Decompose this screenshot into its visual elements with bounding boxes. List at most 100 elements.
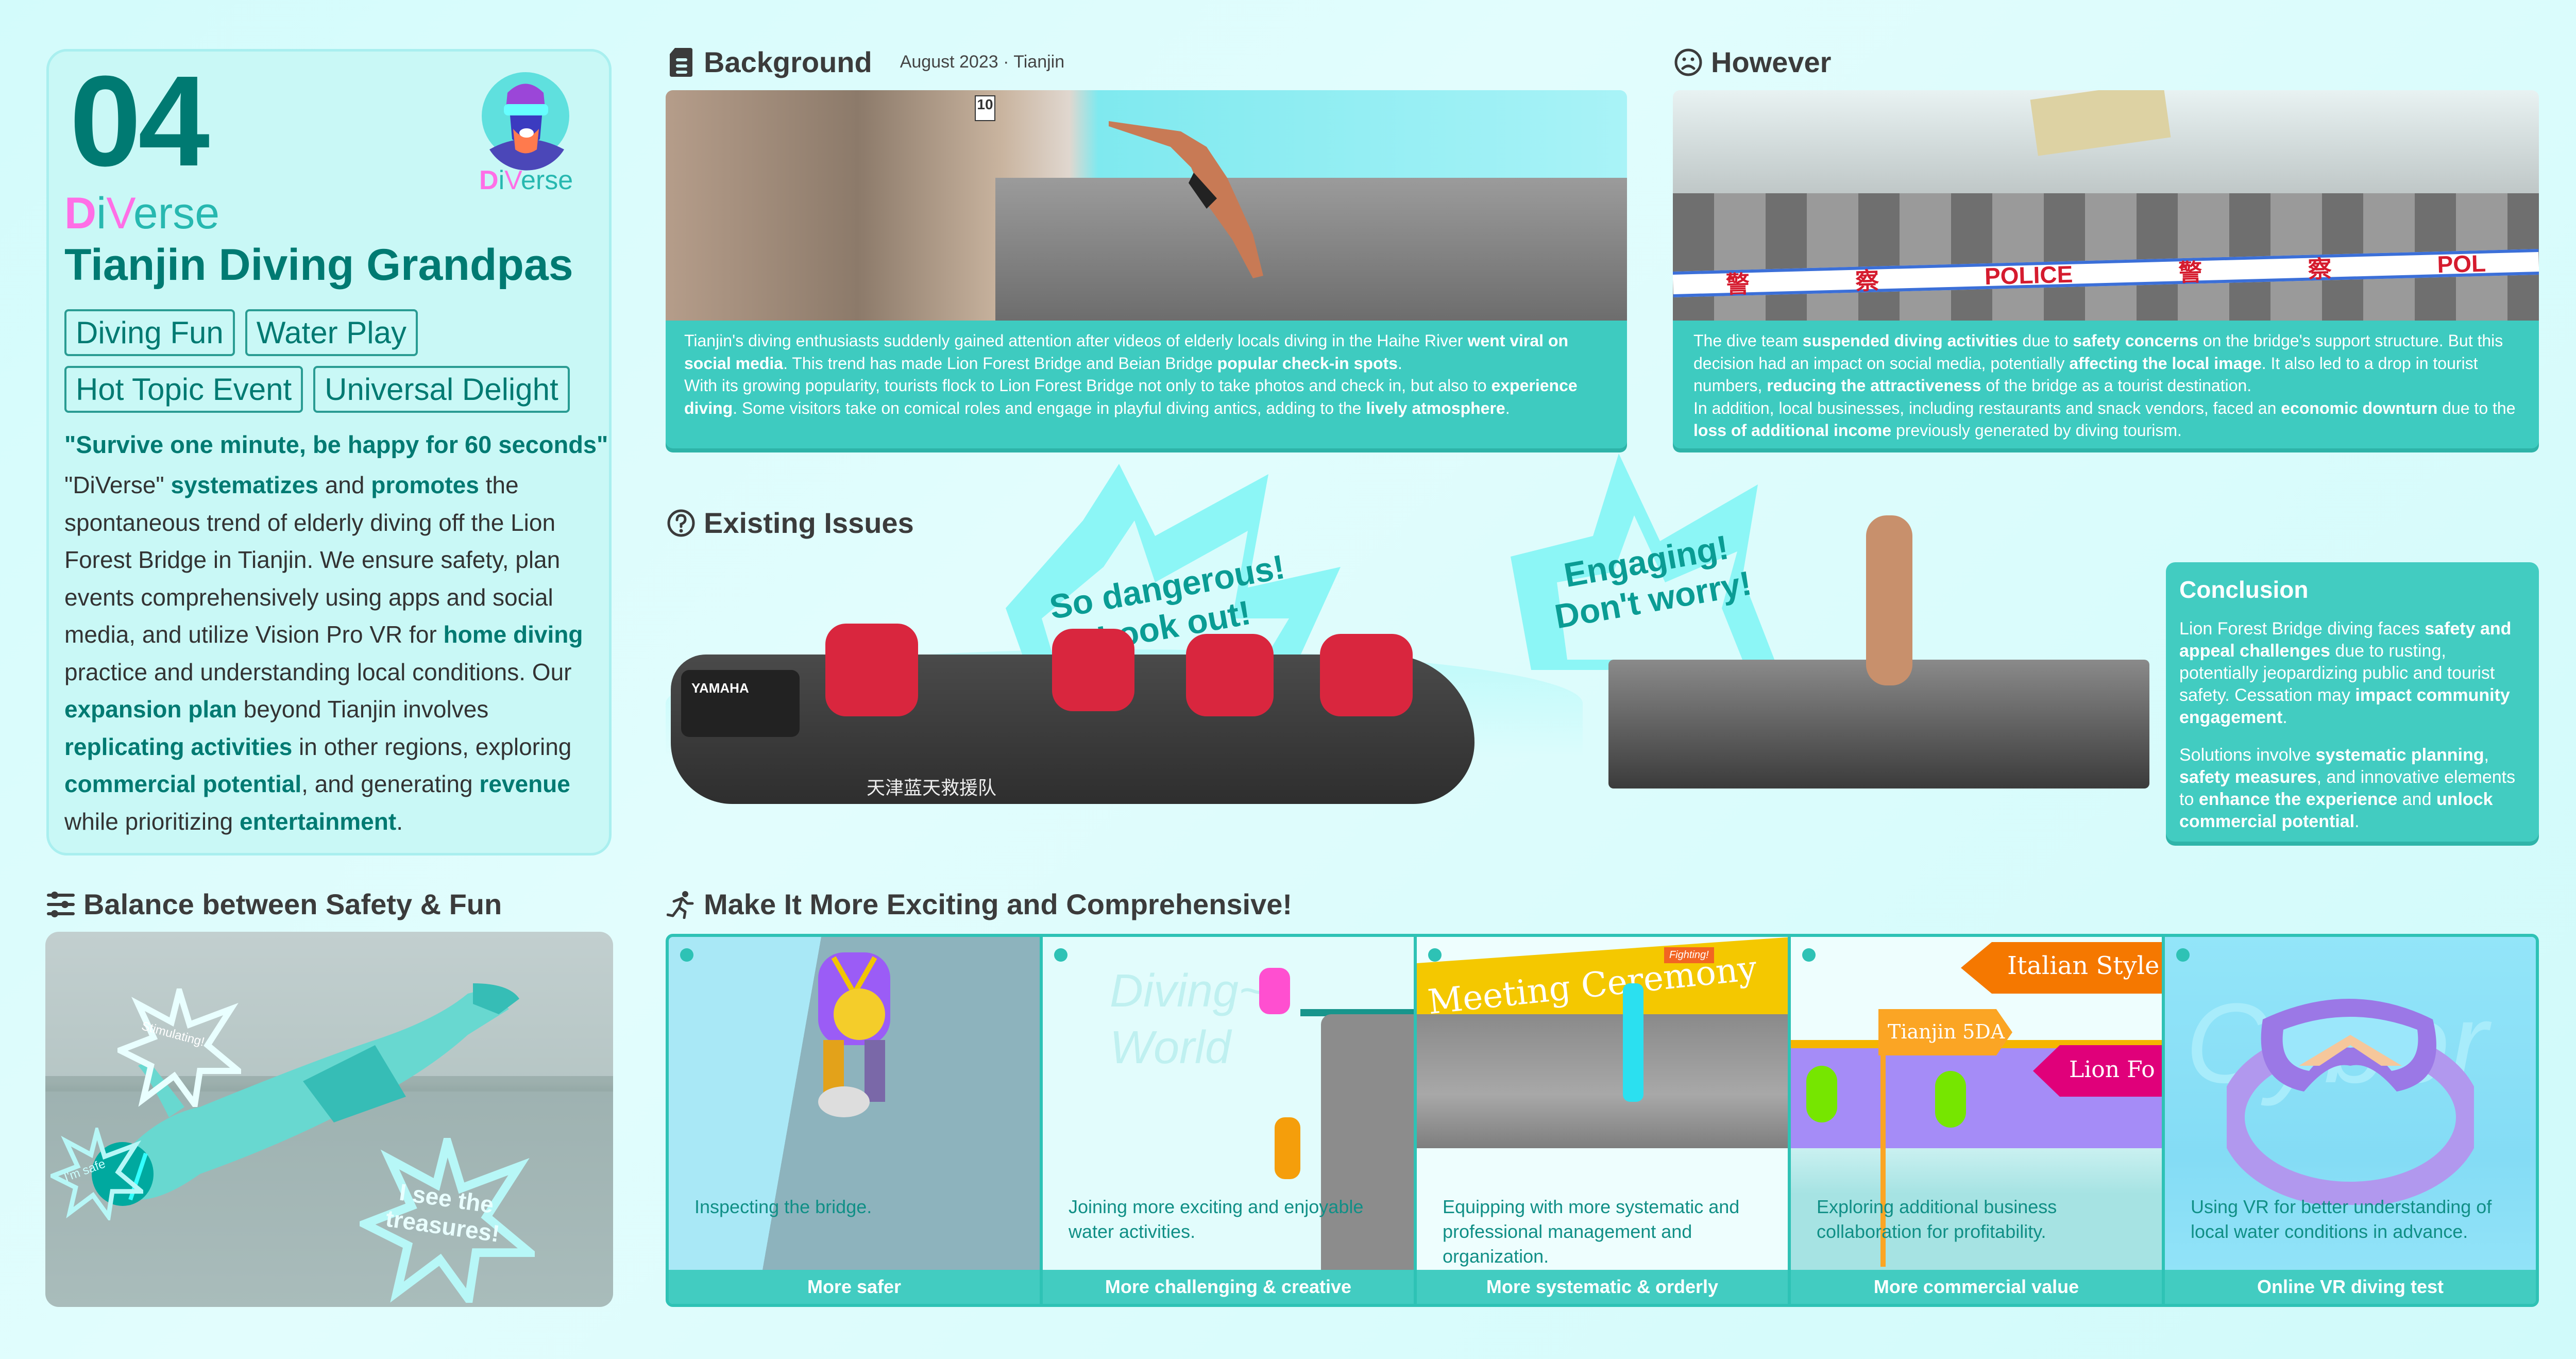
tag-diving-fun: Diving Fun xyxy=(64,309,235,356)
background-heading: Background August 2023 · Tianjin xyxy=(666,45,1064,79)
text-segment: . Some visitors take on comical roles an… xyxy=(733,398,1366,417)
highlight-text: lively atmosphere xyxy=(1366,398,1505,417)
highlight-text: safety measures xyxy=(2179,767,2317,787)
card-label: More systematic & orderly xyxy=(1417,1270,1788,1304)
card-label: More commercial value xyxy=(1791,1270,2162,1304)
burst-bubble-icon xyxy=(50,1128,143,1220)
issues-illustration: So dangerous!Look out! Engaging!Don't wo… xyxy=(666,454,2160,855)
project-title: Tianjin Diving Grandpas xyxy=(64,240,573,290)
feature-card-challenging[interactable]: Diving~ World Joining more exciting and … xyxy=(1043,937,1414,1304)
feature-cards: Inspecting the bridge. More safer Diving… xyxy=(666,934,2539,1307)
intro-card: 04 DiVerse DiVerse Tianjin Diving Grandp… xyxy=(46,49,612,855)
burst-bubble-icon xyxy=(360,1138,535,1303)
text-segment: of the bridge as a tourist destination. xyxy=(1981,376,2252,395)
text-segment: "DiVerse" xyxy=(64,472,171,498)
feature-card-safer[interactable]: Inspecting the bridge. More safer xyxy=(669,937,1040,1304)
rock-wall xyxy=(1321,1014,1414,1272)
highlight-text: economic downturn xyxy=(2281,398,2438,417)
feature-card-vr[interactable]: Cyber Using VR for better understanding … xyxy=(2165,937,2536,1304)
card-indicator-dot xyxy=(1054,948,1067,962)
boat-motor: YAMAHA xyxy=(681,670,800,737)
text-segment: . This trend has made Lion Forest Bridge… xyxy=(783,354,1217,373)
text-segment: With its growing popularity, tourists fl… xyxy=(684,376,1492,395)
highlight-text: went viral on social media xyxy=(684,331,1569,373)
sign-tianjin-5da: Tianjin 5DA xyxy=(1878,1009,2012,1055)
highlight-text: expansion plan xyxy=(64,696,237,723)
burst-bubble-icon xyxy=(117,988,241,1107)
highlight-text: revenue xyxy=(479,770,570,797)
conclusion-card: Conclusion Lion Forest Bridge diving fac… xyxy=(2166,562,2539,842)
sign-italian-style: Italian Style xyxy=(1961,942,2162,994)
diverse-logo: DiVerse xyxy=(64,189,220,238)
existing-issues-heading: Existing Issues xyxy=(666,506,914,540)
text-segment: . It also led to a drop in tourist numbe… xyxy=(1693,354,2478,395)
highlight-text: systematic planning xyxy=(2315,745,2484,765)
highlight-text: affecting the local image xyxy=(2069,354,2262,373)
text-segment: beyond Tianjin involves xyxy=(236,696,489,723)
rescuer xyxy=(825,624,918,716)
intro-paragraph: "DiVerse" systematizes and promotes the … xyxy=(64,466,595,840)
highlight-text: unlock commercial potential xyxy=(2179,790,2493,831)
card-label: Online VR diving test xyxy=(2165,1270,2536,1304)
document-icon xyxy=(666,47,697,78)
text-segment: Lion Forest Bridge diving faces xyxy=(2179,619,2425,639)
running-figure-icon xyxy=(666,889,697,920)
diving-world-art: Diving~ World xyxy=(1110,965,1266,1073)
highlight-text: suspended diving activities xyxy=(1802,331,2018,350)
vr-goggles-icon xyxy=(2227,999,2474,1205)
highlight-text: promotes xyxy=(371,472,479,498)
climbing-figure xyxy=(1275,1117,1300,1179)
feature-card-systematic[interactable]: Meeting Ceremony Fighting! Equipping wit… xyxy=(1417,937,1788,1304)
highlight-text: safety and appeal challenges xyxy=(2179,619,2512,661)
card-indicator-dot xyxy=(1428,948,1442,962)
highlight-text: impact community engagement xyxy=(2179,685,2510,727)
conclusion-heading: Conclusion xyxy=(2179,576,2309,603)
highlight-text: entertainment xyxy=(240,808,397,835)
balance-illustration: Stimulating! I'm safe I see the treasure… xyxy=(45,932,613,1307)
card-indicator-dot xyxy=(680,948,693,962)
tag-universal-delight: Universal Delight xyxy=(313,366,570,413)
sitting-figure xyxy=(1259,968,1290,1014)
crowd-bridge xyxy=(1417,1014,1788,1148)
sign-pole xyxy=(1880,1050,1886,1267)
card-label: More challenging & creative xyxy=(1043,1270,1414,1304)
text-segment: Solutions involve xyxy=(2179,745,2316,765)
text-segment: , and generating xyxy=(301,770,480,797)
card-label: More safer xyxy=(669,1270,1040,1304)
highlight-text: commercial potential xyxy=(64,770,302,797)
background-paragraph-2: With its growing popularity, tourists fl… xyxy=(684,375,1608,420)
text-segment: and xyxy=(2397,790,2436,809)
highlight-text: replicating activities xyxy=(64,733,293,760)
text-segment: , and innovative elements to xyxy=(2179,767,2516,809)
card-description: Joining more exciting and enjoyable wate… xyxy=(1069,1196,1364,1242)
background-paragraph-1: Tianjin's diving enthusiasts suddenly ga… xyxy=(684,330,1608,375)
highlight-text: popular check-in spots xyxy=(1217,354,1398,373)
tag-water-play: Water Play xyxy=(245,309,418,356)
card-indicator-dot xyxy=(2176,948,2190,962)
text-segment: . xyxy=(1505,398,1510,417)
text-segment: In addition, local businesses, including… xyxy=(1693,398,2281,417)
text-segment: previously generated by diving tourism. xyxy=(1891,421,2182,440)
card-description: Inspecting the bridge. xyxy=(694,1196,872,1217)
card-description: Exploring additional business collaborat… xyxy=(1817,1196,2057,1242)
card-description: Equipping with more systematic and profe… xyxy=(1443,1196,1740,1267)
text-segment: . xyxy=(2354,812,2360,831)
tag-row-1: Diving Fun Water Play xyxy=(64,309,600,356)
highlight-text: home diving xyxy=(443,621,583,648)
text-segment: due to the xyxy=(2437,398,2516,417)
card-indicator-dot xyxy=(1802,948,1816,962)
speech-burst-icon xyxy=(1511,454,1778,670)
exciting-heading: Make It More Exciting and Comprehensive! xyxy=(666,887,1292,921)
score-sign: 10 xyxy=(975,95,995,121)
highlight-text: experience diving xyxy=(684,376,1578,417)
tree xyxy=(1935,1071,1966,1128)
however-textbox: The dive team suspended diving activitie… xyxy=(1673,321,2539,448)
conclusion-paragraph-1: Lion Forest Bridge diving faces safety a… xyxy=(2179,618,2526,729)
highlight-text: systematizes xyxy=(171,472,318,498)
bridge-railing xyxy=(995,178,1627,321)
feature-card-commercial[interactable]: Italian Style Tianjin 5DA Lion Fo Explor… xyxy=(1791,937,2162,1304)
text-segment: . xyxy=(396,808,403,835)
inspector-illustration-icon xyxy=(818,952,890,1117)
text-segment: due to rusting, potentially jeopardizing… xyxy=(2179,641,2495,705)
however-paragraph-2: In addition, local businesses, including… xyxy=(1693,397,2518,442)
